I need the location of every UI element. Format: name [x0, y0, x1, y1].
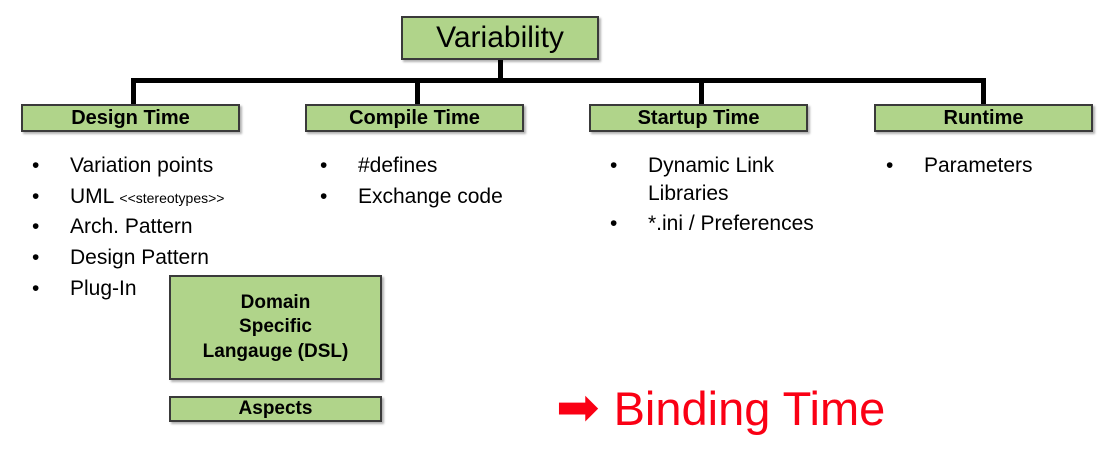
- list-item-label: Parameters: [924, 154, 1033, 177]
- node-startup-time-label: Startup Time: [637, 106, 760, 129]
- connector-drop-compile-time: [415, 78, 420, 105]
- list-item-label: Exchange code: [358, 184, 503, 208]
- bullet-dot-icon: •: [32, 276, 40, 300]
- node-startup-time[interactable]: Startup Time: [589, 104, 808, 132]
- node-compile-time-label: Compile Time: [349, 106, 480, 129]
- list-item: • Variation points: [22, 152, 292, 180]
- bullet-list-startup-time: • Dynamic Link Libraries • *.ini / Preferen…: [600, 152, 850, 241]
- node-aspects-label: Aspects: [238, 397, 313, 419]
- connector-root-stem: [498, 60, 503, 80]
- bullet-list-runtime: • Parameters: [876, 152, 1096, 183]
- bullet-list-design-time: • Variation points • UML <<stereotypes>> • Ar…: [22, 152, 292, 306]
- binding-time-label: Binding Time: [613, 381, 886, 435]
- list-item-label: *.ini / Preferences: [648, 212, 814, 236]
- binding-time-callout: ➡ Binding Time: [556, 382, 885, 434]
- list-item: • Plug-In: [22, 275, 292, 303]
- list-item: • Dynamic Link Libraries: [600, 152, 850, 207]
- list-item: • *.ini / Preferences: [600, 210, 850, 238]
- bullet-dot-icon: •: [32, 215, 40, 239]
- list-item: • Exchange code: [310, 183, 540, 211]
- connector-drop-runtime: [981, 78, 986, 105]
- connector-horizontal-bus: [131, 78, 986, 83]
- list-item: • Design Pattern: [22, 244, 292, 272]
- node-aspects[interactable]: Aspects: [169, 396, 382, 422]
- bullet-dot-icon: •: [32, 154, 40, 177]
- list-item-label: Plug-In: [70, 276, 137, 300]
- bullet-dot-icon: •: [886, 154, 894, 177]
- bullet-dot-icon: •: [320, 154, 328, 177]
- connector-drop-design-time: [131, 78, 136, 105]
- bullet-list-compile-time: • #defines • Exchange code: [310, 152, 540, 213]
- node-design-time-label: Design Time: [71, 106, 190, 129]
- node-design-time[interactable]: Design Time: [21, 104, 240, 132]
- node-runtime-label: Runtime: [943, 106, 1024, 129]
- list-item-label: Arch. Pattern: [70, 215, 193, 239]
- list-item: • Parameters: [876, 152, 1096, 180]
- bullet-dot-icon: •: [610, 154, 618, 177]
- node-runtime[interactable]: Runtime: [874, 104, 1093, 132]
- right-block-arrow-icon: ➡: [556, 378, 600, 438]
- list-item-label: Variation points: [70, 154, 214, 177]
- bullet-dot-icon: •: [320, 184, 328, 208]
- list-item-note: <<stereotypes>>: [119, 189, 225, 206]
- node-variability-label: Variability: [436, 21, 564, 54]
- list-item-label: Design Pattern: [70, 246, 209, 270]
- bullet-dot-icon: •: [610, 212, 618, 236]
- list-item-label: UML: [70, 184, 120, 208]
- list-item-label: Dynamic Link Libraries: [648, 154, 775, 205]
- node-variability[interactable]: Variability: [401, 16, 599, 60]
- bullet-dot-icon: •: [32, 246, 40, 270]
- node-compile-time[interactable]: Compile Time: [305, 104, 524, 132]
- list-item-label: #defines: [358, 154, 438, 177]
- list-item: • #defines: [310, 152, 540, 180]
- bullet-dot-icon: •: [32, 184, 40, 208]
- list-item: • Arch. Pattern: [22, 213, 292, 241]
- connector-drop-startup-time: [699, 78, 704, 105]
- list-item: • UML <<stereotypes>>: [22, 183, 292, 211]
